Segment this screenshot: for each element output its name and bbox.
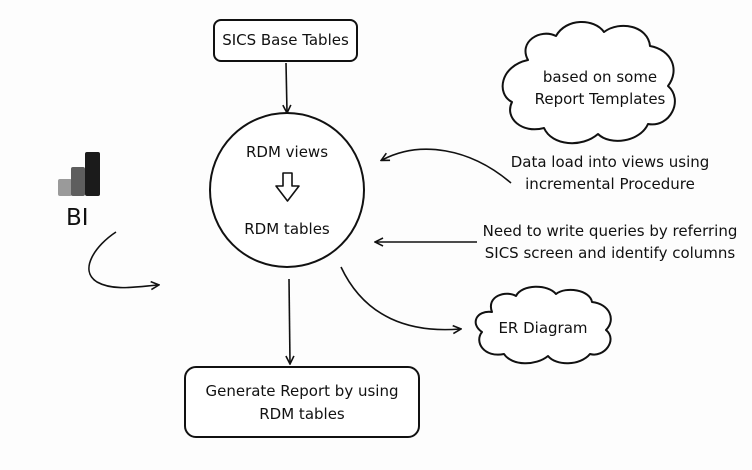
er-diagram-label: ER Diagram xyxy=(498,319,588,337)
cloud-er xyxy=(474,285,612,365)
arrow-rdm-to-report xyxy=(289,278,290,363)
rdm-tables-label: RDM tables xyxy=(244,220,330,238)
logo-bar-1 xyxy=(58,179,72,196)
queries-note-line2: SICS screen and identify columns xyxy=(484,244,736,262)
arrow-bi-curve xyxy=(88,231,158,288)
arrow-dataload-to-rdm xyxy=(382,148,512,184)
generate-report-box xyxy=(184,366,420,438)
bi-logo-label: BI xyxy=(66,205,89,231)
dataload-note-line2: incremental Procedure xyxy=(525,175,695,193)
arrow-base-to-rdm xyxy=(286,62,287,112)
dataload-note-line1: Data load into views using xyxy=(510,153,710,171)
rdm-views-label: RDM views xyxy=(245,143,329,161)
logo-bar-3 xyxy=(85,152,100,196)
cloud-templates xyxy=(501,20,676,145)
base-tables-label: SICS Base Tables xyxy=(222,31,349,49)
generate-report-label-line1: Generate Report by using xyxy=(205,382,399,400)
templates-cloud-label-line2: Report Templates xyxy=(534,90,666,108)
queries-note-line1: Need to write queries by referring xyxy=(482,222,738,240)
down-arrow-icon xyxy=(275,172,300,202)
generate-report-label-line2: RDM tables xyxy=(259,405,345,423)
arrow-rdm-to-er xyxy=(340,266,460,330)
templates-cloud-label-line1: based on some xyxy=(542,68,658,86)
logo-bar-2 xyxy=(71,167,85,196)
bar-chart-logo-icon xyxy=(58,152,100,196)
base-tables-box xyxy=(213,19,358,62)
